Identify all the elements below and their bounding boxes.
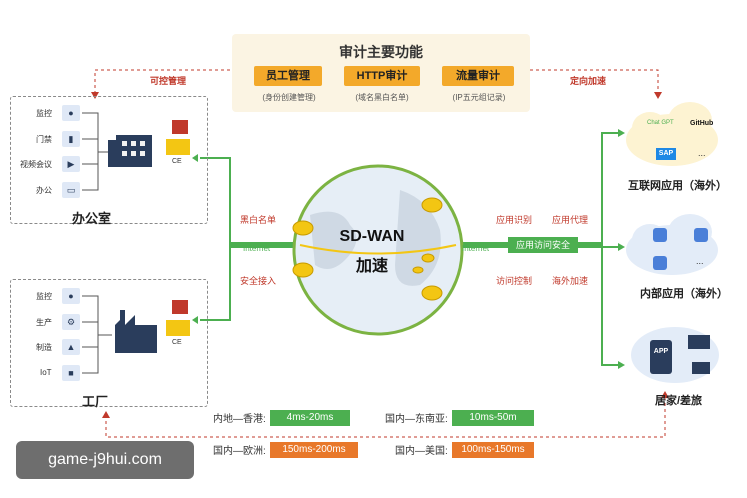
audit-item-traffic[interactable]: 流量审计 [442, 66, 514, 86]
latency-value-eu: 150ms-200ms [270, 442, 358, 458]
latency-label-us: 国内—美国: [395, 446, 448, 457]
more-dots-2: ... [696, 256, 704, 266]
door-icon: ▮ [62, 131, 80, 147]
camera-icon: ● [62, 288, 80, 304]
label-controlled-management: 可控管理 [150, 76, 187, 86]
sdwan-subtitle: 加速 [355, 258, 388, 275]
chatgpt-icon: Chat GPT [647, 120, 674, 126]
app-access-secure-badge: 应用访问安全 [508, 237, 578, 253]
label-access-control: 访问控制 [496, 276, 533, 286]
latency-value-hk: 4ms-20ms [270, 410, 350, 426]
office-item-access: 门禁 [36, 135, 52, 144]
app-icon-3 [653, 256, 667, 270]
office-item-monitor: 监控 [36, 109, 52, 118]
site-watermark[interactable]: game-j9hui.com [16, 441, 194, 479]
audit-sub-http: (域名黑白名单) [355, 93, 409, 102]
label-app-identify: 应用识别 [496, 215, 533, 225]
factory-item-iot: IoT [40, 368, 52, 377]
internal-apps-label: 内部应用（海外） [640, 288, 728, 300]
office-item-video: 视频会议 [20, 160, 52, 169]
audit-sub-employee: (身份创建管理) [262, 93, 316, 102]
factory-item-manufacture: 制造 [36, 343, 52, 352]
camera-icon: ● [62, 105, 80, 121]
label-app-proxy: 应用代理 [552, 215, 589, 225]
latency-value-us: 100ms-150ms [452, 442, 534, 458]
internet-apps-label: 互联网应用（海外） [628, 180, 727, 192]
audit-panel: 审计主要功能 员工管理 (身份创建管理) HTTP审计 (域名黑白名单) 流量审… [232, 34, 530, 112]
latency-label-eu: 国内—欧洲: [213, 446, 266, 457]
office-title: 办公室 [72, 211, 112, 226]
iot-chip-icon: ■ [62, 365, 80, 381]
home-travel-label: 居家/差旅 [655, 395, 703, 407]
latency-value-sea: 10ms-50m [452, 410, 534, 426]
label-secure-access: 安全接入 [240, 276, 277, 286]
sap-icon: SAP [656, 148, 676, 160]
factory-ce-label: CE [172, 339, 182, 346]
factory-item-production: 生产 [36, 318, 52, 327]
label-blacklist: 黑白名单 [240, 215, 277, 225]
office-ce-label: CE [172, 158, 182, 165]
app-icon-2 [694, 228, 708, 242]
more-dots-1: ... [698, 148, 706, 158]
factory-box [10, 279, 208, 407]
audit-title: 审计主要功能 [339, 44, 423, 60]
audit-item-employee[interactable]: 员工管理 [254, 66, 322, 86]
app-phone-icon: APP [653, 348, 669, 355]
label-internet-left: Internet [243, 244, 271, 253]
factory-item-monitor: 监控 [36, 292, 52, 301]
label-directed-acceleration: 定向加速 [570, 76, 607, 86]
machine-icon: ▲ [62, 339, 80, 355]
computer-icon: ▭ [62, 182, 80, 198]
latency-label-sea: 国内—东南亚: [385, 414, 448, 425]
factory-title: 工厂 [82, 394, 109, 409]
label-overseas-accel: 海外加速 [552, 276, 589, 286]
sdwan-title: SD-WAN [339, 228, 405, 245]
gears-icon: ⚙ [62, 314, 80, 330]
audit-item-http[interactable]: HTTP审计 [344, 66, 420, 86]
app-icon-1 [653, 228, 667, 242]
office-box [10, 96, 208, 224]
office-item-work: 办公 [36, 186, 52, 195]
video-icon: ▶ [62, 156, 80, 172]
label-internet-right: Internet [462, 244, 490, 253]
github-icon: GitHub [690, 120, 714, 127]
latency-label-hk: 内地—香港: [213, 414, 266, 425]
audit-sub-traffic: (IP五元组记录) [452, 93, 506, 102]
